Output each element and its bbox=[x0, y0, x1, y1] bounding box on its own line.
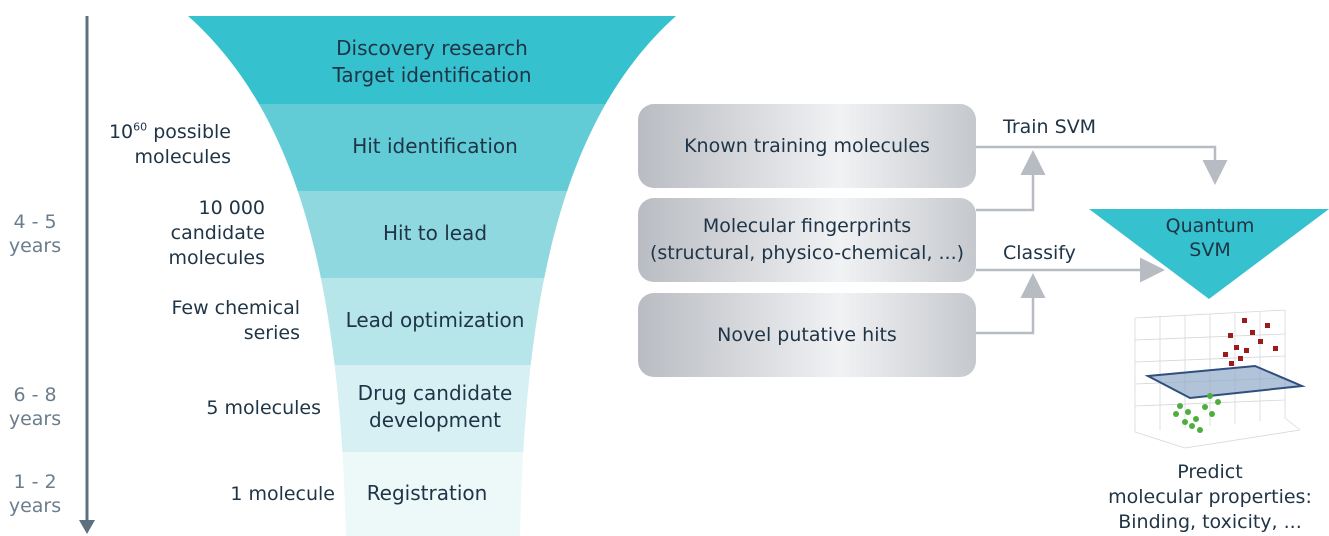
stage-hit-identification: Hit identification bbox=[352, 134, 518, 158]
predict-properties-label: Predict molecular properties: Binding, t… bbox=[1108, 461, 1312, 533]
count-line2: molecules bbox=[134, 146, 231, 168]
years-label-4-5: 4 - 5 years bbox=[8, 211, 62, 257]
svm-scatter-plot bbox=[1125, 309, 1306, 450]
known-training-molecules-box: Known training molecules bbox=[638, 104, 976, 188]
count-base: 10 bbox=[108, 121, 134, 143]
class-b-points bbox=[1173, 393, 1221, 433]
novel-to-classify-arrow bbox=[976, 273, 1046, 335]
stage-hit-to-lead: Hit to lead bbox=[382, 221, 488, 245]
count-label-candidate-molecules: 10 000 candidate molecules bbox=[168, 197, 265, 269]
stage-drug-candidate-development: Drug candidate development bbox=[357, 381, 513, 432]
quantum-svm-label: Quantum SVM bbox=[1165, 215, 1255, 261]
class-a-points bbox=[1223, 318, 1278, 366]
novel-putative-hits-box: Novel putative hits bbox=[638, 293, 976, 377]
count-label-5-molecules: 5 molecules bbox=[206, 397, 321, 419]
train-svm-label: Train SVM bbox=[1003, 116, 1097, 138]
train-arrow bbox=[976, 145, 1228, 185]
classify-label: Classify bbox=[1003, 242, 1076, 264]
connector-arrows bbox=[976, 145, 1228, 335]
funnel bbox=[188, 16, 676, 536]
years-label-6-8: 6 - 8 years bbox=[8, 384, 62, 430]
novel-putative-hits-label: Novel putative hits bbox=[717, 323, 897, 346]
years-label-1-2: 1 - 2 years bbox=[8, 471, 62, 517]
stage-registration: Registration bbox=[366, 481, 488, 505]
fingerprint-to-train-arrow bbox=[976, 150, 1046, 212]
count-exponent: 60 bbox=[133, 120, 148, 134]
stage-discovery-research: Discovery research Target identification bbox=[332, 36, 532, 87]
molecular-fingerprints-label: Molecular fingerprints (structural, phys… bbox=[649, 215, 965, 264]
count-label-chemical-series: Few chemical series bbox=[171, 297, 301, 344]
svm-hyperplane bbox=[1144, 364, 1306, 400]
count-label-1-molecule: 1 molecule bbox=[230, 483, 335, 505]
stage-lead-optimization: Lead optimization bbox=[345, 308, 525, 332]
known-training-molecules-label: Known training molecules bbox=[684, 134, 930, 157]
count-rest: possible bbox=[147, 121, 231, 143]
timeline-axis bbox=[79, 16, 95, 534]
molecular-fingerprints-box: Molecular fingerprints (structural, phys… bbox=[638, 198, 976, 282]
quantum-svm-triangle bbox=[1089, 209, 1329, 299]
count-label-possible-molecules: 1060 possible molecules bbox=[90, 120, 231, 170]
funnel-band-discovery bbox=[188, 16, 676, 104]
